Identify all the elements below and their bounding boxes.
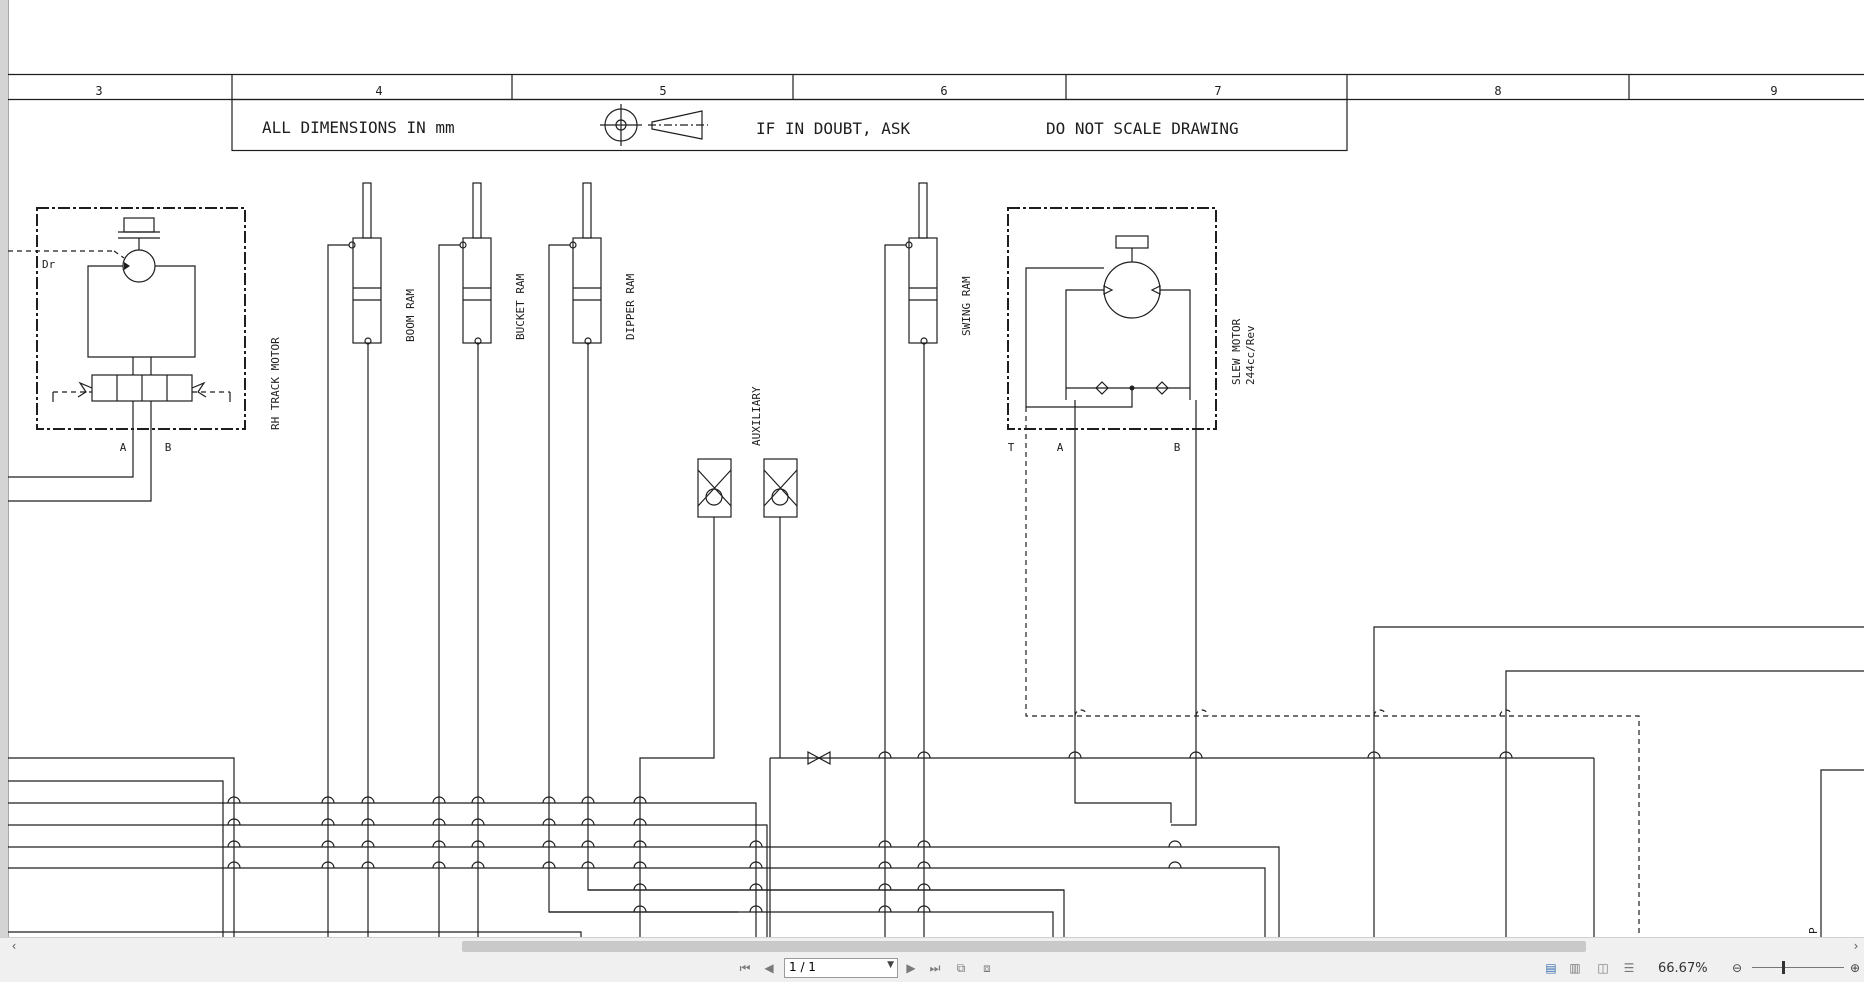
- swing-ram-label: SWING RAM: [960, 276, 973, 336]
- column-header: 3 4 5 6 7 8 9: [8, 73, 1864, 101]
- continuous-page-icon[interactable]: ▥: [1569, 961, 1581, 975]
- compare-icon[interactable]: ⧈: [983, 961, 991, 975]
- swing-ram: SWING RAM: [884, 182, 973, 937]
- column-number: 4: [375, 84, 382, 98]
- slew-motor-spec-label: 244cc/Rev: [1244, 325, 1257, 385]
- slew-motor-label: SLEW MOTOR: [1230, 318, 1243, 385]
- slew-port-a-label: A: [1057, 441, 1064, 454]
- supply-manifold: [8, 709, 1595, 937]
- two-page-icon[interactable]: ◫: [1597, 961, 1609, 975]
- viewer-toolbar: ⏮ ◀ ▼ ▶ ⏭ ⧉ ⧈ ▤ ▥ ◫ ☰ 66.67% ⊖ ⊕: [0, 954, 1864, 982]
- horizontal-scrollbar[interactable]: ‹ ›: [0, 937, 1864, 955]
- projection-symbol-icon: [600, 104, 708, 146]
- zoom-slider[interactable]: [1752, 961, 1844, 974]
- right-pipework: P: [1373, 626, 1864, 937]
- hydraulic-schematic: 3 4 5 6 7 8 9 ALL DIMENSIONS IN mm IF IN…: [8, 73, 1864, 937]
- dimensions-note: ALL DIMENSIONS IN mm: [262, 118, 455, 137]
- column-number: 7: [1214, 84, 1221, 98]
- column-number: 3: [95, 84, 102, 98]
- previous-page-icon[interactable]: ◀: [764, 961, 774, 975]
- document-viewport[interactable]: 3 4 5 6 7 8 9 ALL DIMENSIONS IN mm IF IN…: [0, 0, 1864, 937]
- scroll-left-icon[interactable]: ‹: [11, 939, 17, 953]
- boom-ram-label: BOOM RAM: [404, 289, 417, 342]
- scrollbar-thumb[interactable]: [462, 941, 1586, 952]
- scale-note: DO NOT SCALE DRAWING: [1046, 119, 1239, 138]
- scroll-right-icon[interactable]: ›: [1853, 939, 1859, 953]
- auxiliary-label: AUXILIARY: [750, 386, 763, 446]
- first-page-icon[interactable]: ⏮: [739, 961, 751, 975]
- zoom-out-icon[interactable]: ⊖: [1731, 961, 1743, 975]
- slew-motor: T A B SLEW MOTOR 244cc/Rev: [1007, 207, 1640, 937]
- zoom-level: 66.67%: [1658, 961, 1708, 976]
- port-a-label: A: [120, 441, 127, 454]
- last-page-icon[interactable]: ⏭: [929, 961, 941, 975]
- auxiliary-couplings: AUXILIARY: [639, 386, 798, 937]
- copy-page-icon[interactable]: ⧉: [956, 961, 966, 975]
- single-page-icon[interactable]: ▤: [1545, 961, 1557, 975]
- needle-valve-icon: [807, 750, 831, 766]
- rh-track-motor-label: RH TRACK MOTOR: [269, 337, 282, 430]
- column-number: 8: [1494, 84, 1501, 98]
- bucket-ram: BUCKET RAM: [438, 182, 527, 937]
- column-number: 6: [940, 84, 947, 98]
- page-number-input[interactable]: [785, 959, 881, 975]
- page-number-select[interactable]: ▼: [784, 958, 898, 978]
- bucket-ram-label: BUCKET RAM: [514, 273, 527, 340]
- column-number: 5: [659, 84, 666, 98]
- next-page-icon[interactable]: ▶: [906, 961, 916, 975]
- edge-fragment-label: P: [1807, 927, 1820, 934]
- left-panel-edge[interactable]: [0, 0, 9, 937]
- boom-ram: BOOM RAM: [327, 182, 417, 937]
- column-number: 9: [1770, 84, 1777, 98]
- dipper-ram: DIPPER RAM: [548, 182, 1065, 937]
- doubt-note: IF IN DOUBT, ASK: [756, 119, 910, 138]
- dipper-ram-label: DIPPER RAM: [624, 273, 637, 340]
- port-b-label: B: [165, 441, 172, 454]
- notes-box: ALL DIMENSIONS IN mm IF IN DOUBT, ASK DO…: [231, 98, 1348, 152]
- zoom-in-icon[interactable]: ⊕: [1849, 961, 1861, 975]
- slew-port-b-label: B: [1174, 441, 1181, 454]
- drain-port-label: Dr: [42, 258, 56, 271]
- chevron-down-icon[interactable]: ▼: [887, 960, 894, 970]
- split-view-icon[interactable]: ☰: [1623, 961, 1635, 975]
- rh-track-motor: Dr A B RH TRACK MOTOR: [8, 207, 282, 502]
- zoom-slider-knob[interactable]: [1782, 961, 1785, 974]
- slew-port-t-label: T: [1008, 441, 1015, 454]
